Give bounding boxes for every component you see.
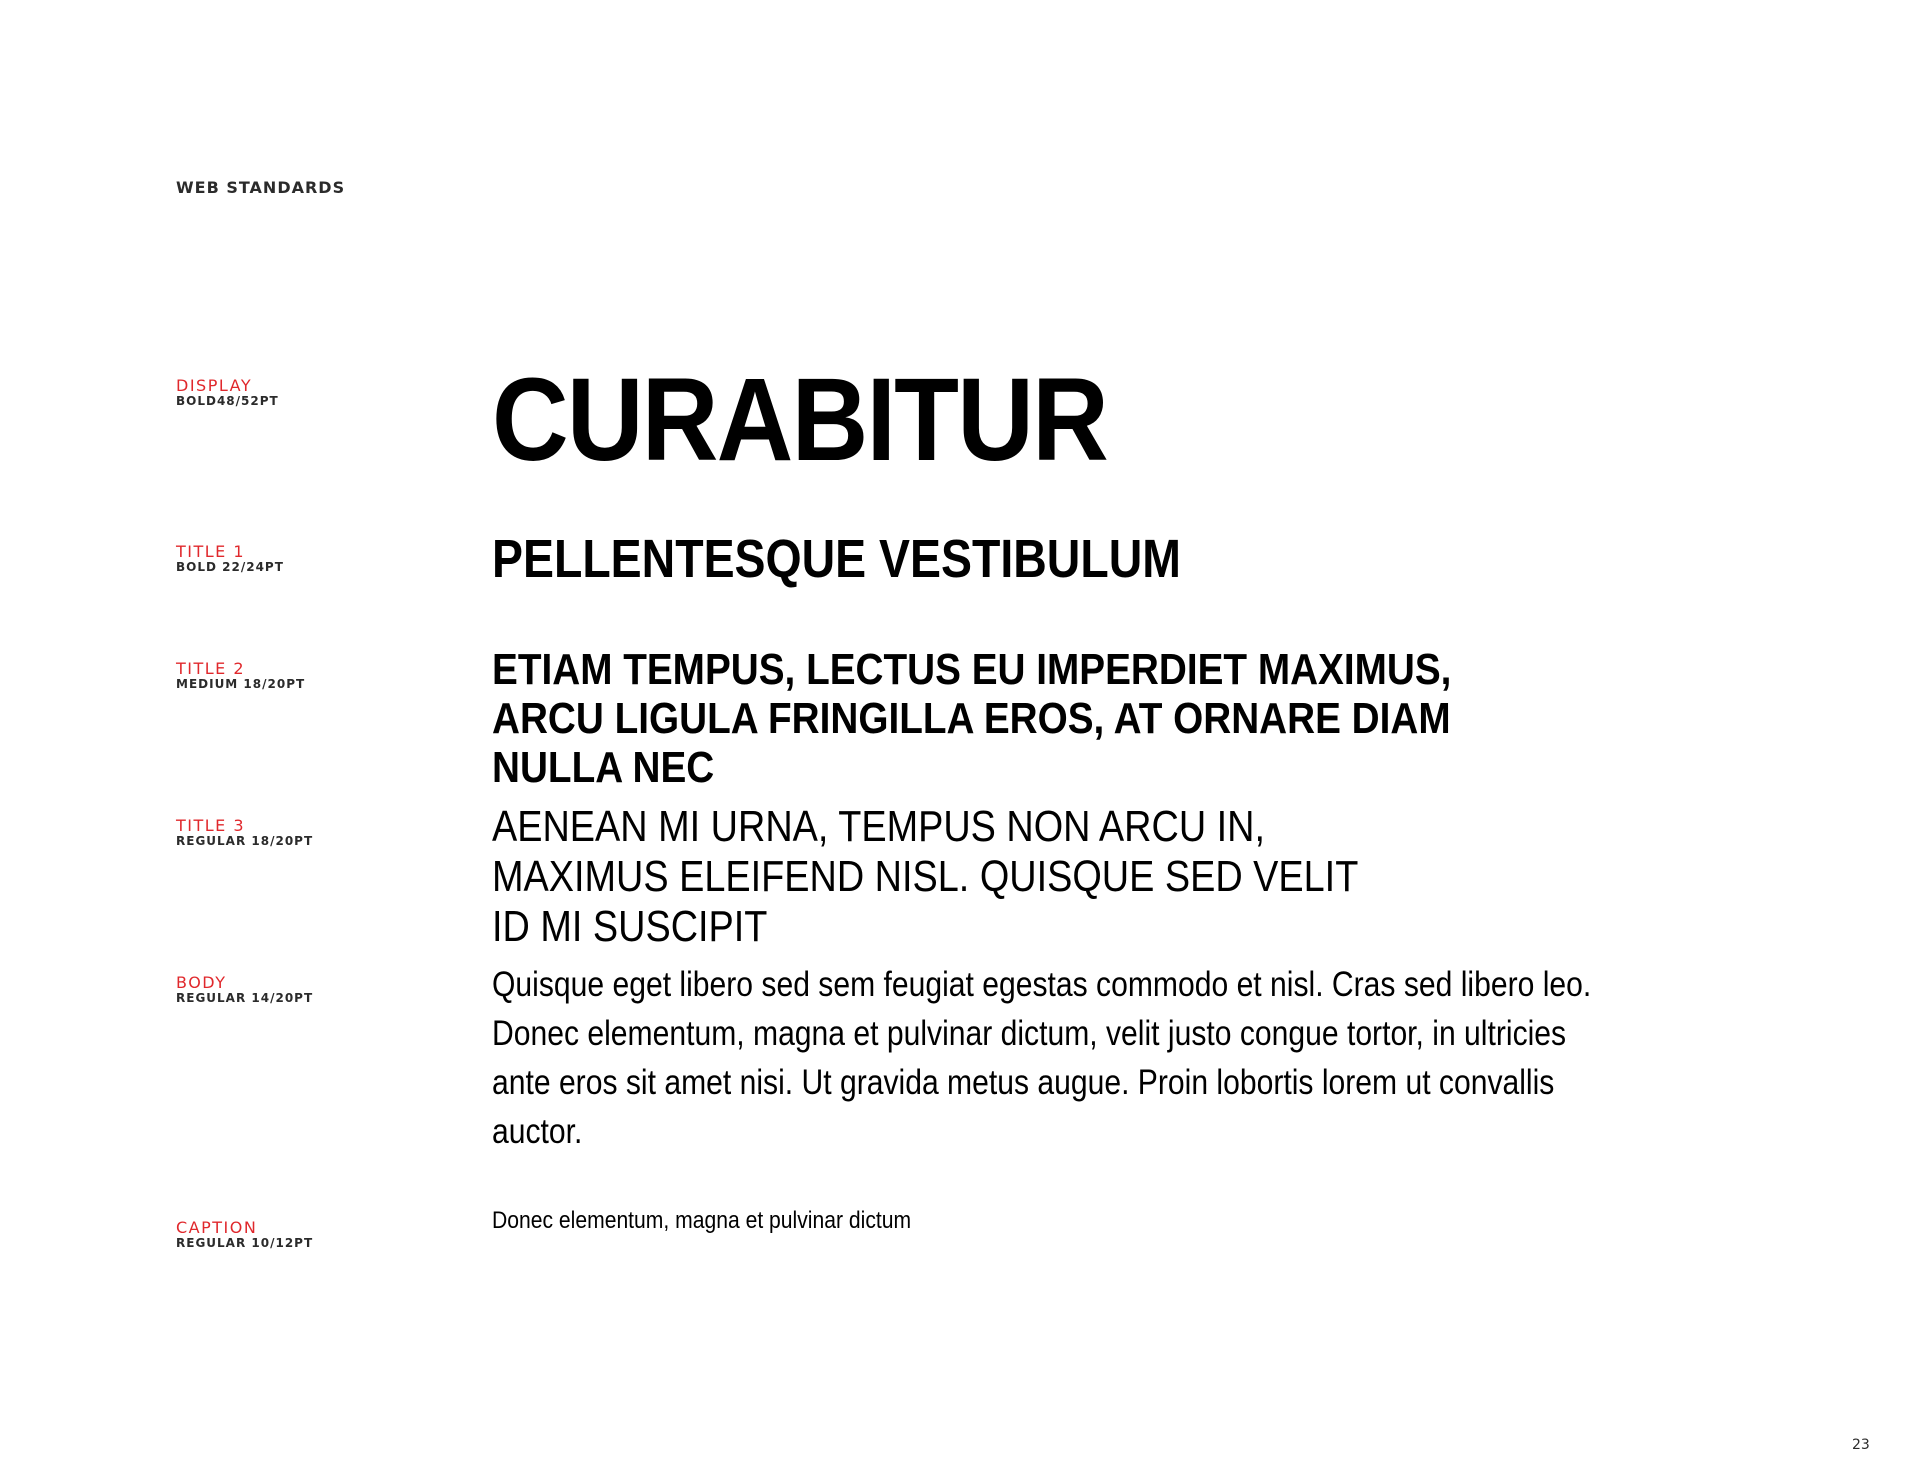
sample-title1: PELLENTESQUE VESTIBULUM [492, 529, 1181, 589]
style-spec: BOLD48/52PT [176, 394, 279, 408]
style-name: DISPLAY [176, 376, 253, 395]
style-name: CAPTION [176, 1218, 258, 1237]
style-label-title3: TITLE 3 REGULAR 18/20PT [176, 817, 313, 848]
style-label-display: DISPLAY BOLD48/52PT [176, 377, 279, 408]
sample-display: CURABITUR [492, 354, 1109, 486]
sample-body: Quisque eget libero sed sem feugiat eges… [492, 965, 1592, 1151]
style-label-title1: TITLE 1 BOLD 22/24PT [176, 543, 284, 574]
section-label: WEB STANDARDS [176, 178, 346, 197]
sample-title2: ETIAM TEMPUS, LECTUS EU IMPERDIET MAXIMU… [492, 645, 1452, 792]
sample-caption: Donec elementum, magna et pulvinar dictu… [492, 1207, 912, 1234]
style-label-caption: CAPTION REGULAR 10/12PT [176, 1219, 313, 1250]
style-spec: MEDIUM 18/20PT [176, 677, 306, 691]
sample-title3: AENEAN MI URNA, TEMPUS NON ARCU IN, MAXI… [492, 802, 1358, 951]
style-spec: REGULAR 10/12PT [176, 1236, 314, 1250]
style-name: TITLE 2 [176, 659, 246, 678]
style-name: BODY [176, 973, 227, 992]
style-name: TITLE 1 [176, 542, 246, 561]
style-spec: BOLD 22/24PT [176, 560, 284, 574]
style-label-body: BODY REGULAR 14/20PT [176, 974, 313, 1005]
style-label-title2: TITLE 2 MEDIUM 18/20PT [176, 660, 305, 691]
style-spec: REGULAR 14/20PT [176, 991, 314, 1005]
page-number: 23 [1852, 1437, 1870, 1453]
style-spec: REGULAR 18/20PT [176, 834, 314, 848]
style-name: TITLE 3 [176, 816, 246, 835]
